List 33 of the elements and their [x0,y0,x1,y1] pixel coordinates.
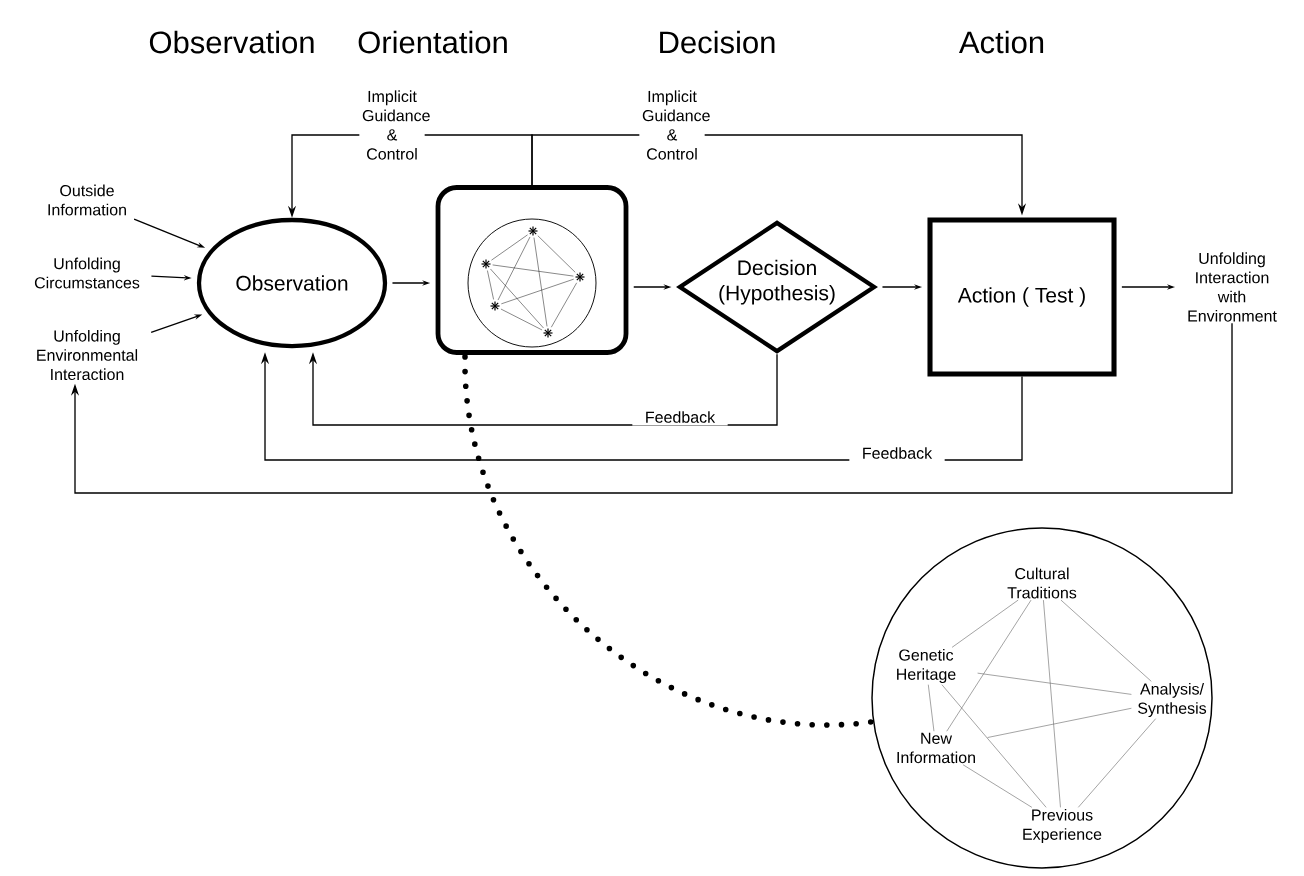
connector-line [1060,599,1152,682]
edge-label: Feedback [849,444,945,462]
edge-label: Implicit Guidance & Control [359,87,430,163]
text-label: Previous Experience [1023,808,1102,844]
connector-line [951,599,1019,648]
arrow [70,322,1233,494]
connector-line [987,707,1132,738]
connector-line [928,684,935,732]
phase-heading: Decision [660,30,775,54]
text-label: Unfolding Circumstances [34,257,140,289]
text-label: Cultural Traditions [1007,567,1077,599]
text-label: Analysis/ Synthesis [1138,682,1207,718]
dotted-line [462,354,876,728]
connector-line [1078,718,1156,808]
connector-line [977,672,1132,695]
connector-line [946,599,1032,732]
phase-heading: Action [959,30,1044,54]
text-label: Outside Information [48,184,126,216]
orientation-circle [871,527,1213,869]
action-box: Action ( Test ) [927,217,1117,377]
connector-line [941,684,1047,808]
text-label: Unfolding Interaction with Environment [1188,252,1277,322]
connector-line [962,764,1033,808]
edge-label: Feedback [632,408,728,426]
edge-label: Implicit Guidance & Control [639,87,710,163]
text-label: Genetic Heritage [897,648,956,684]
orientation-box [435,185,629,355]
text-label: New Information [897,732,975,764]
connector-line [1043,599,1061,808]
network-drawing [467,218,597,348]
phase-heading: Observation [149,30,314,54]
phase-heading: Orientation [358,30,507,54]
text-label: Unfolding Environmental Interaction [37,329,138,381]
